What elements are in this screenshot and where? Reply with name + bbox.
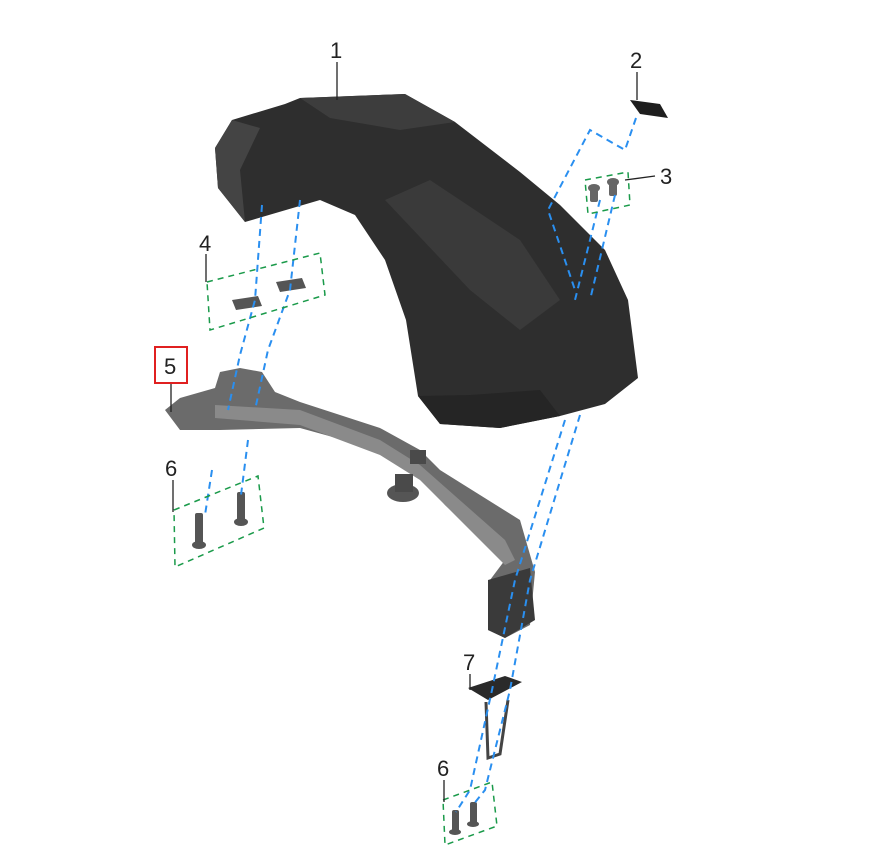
callout-5[interactable]: 5	[164, 354, 176, 379]
callout-1[interactable]: 1	[330, 38, 342, 63]
group-box-6-bottom	[442, 780, 498, 847]
part-plate[interactable]	[468, 676, 522, 761]
callout-6-left[interactable]: 6	[165, 456, 177, 481]
part-bracket[interactable]	[165, 368, 535, 638]
callout-5-highlight	[154, 346, 188, 384]
callout-7[interactable]: 7	[463, 650, 475, 675]
callout-4[interactable]: 4	[199, 231, 211, 256]
group-box-6-left	[173, 474, 265, 569]
part-screws-top[interactable]	[588, 178, 619, 202]
part-fender[interactable]	[215, 94, 638, 428]
part-screws-left[interactable]	[192, 492, 248, 549]
part-screws-bottom[interactable]	[449, 802, 479, 835]
callout-2[interactable]: 2	[630, 48, 642, 73]
part-pad[interactable]	[630, 100, 668, 118]
assembly-leader-lines	[204, 117, 637, 813]
callout-6-bottom[interactable]: 6	[437, 756, 449, 781]
part-clips[interactable]	[232, 278, 306, 310]
group-box-4	[206, 252, 326, 331]
callout-3[interactable]: 3	[660, 164, 672, 189]
